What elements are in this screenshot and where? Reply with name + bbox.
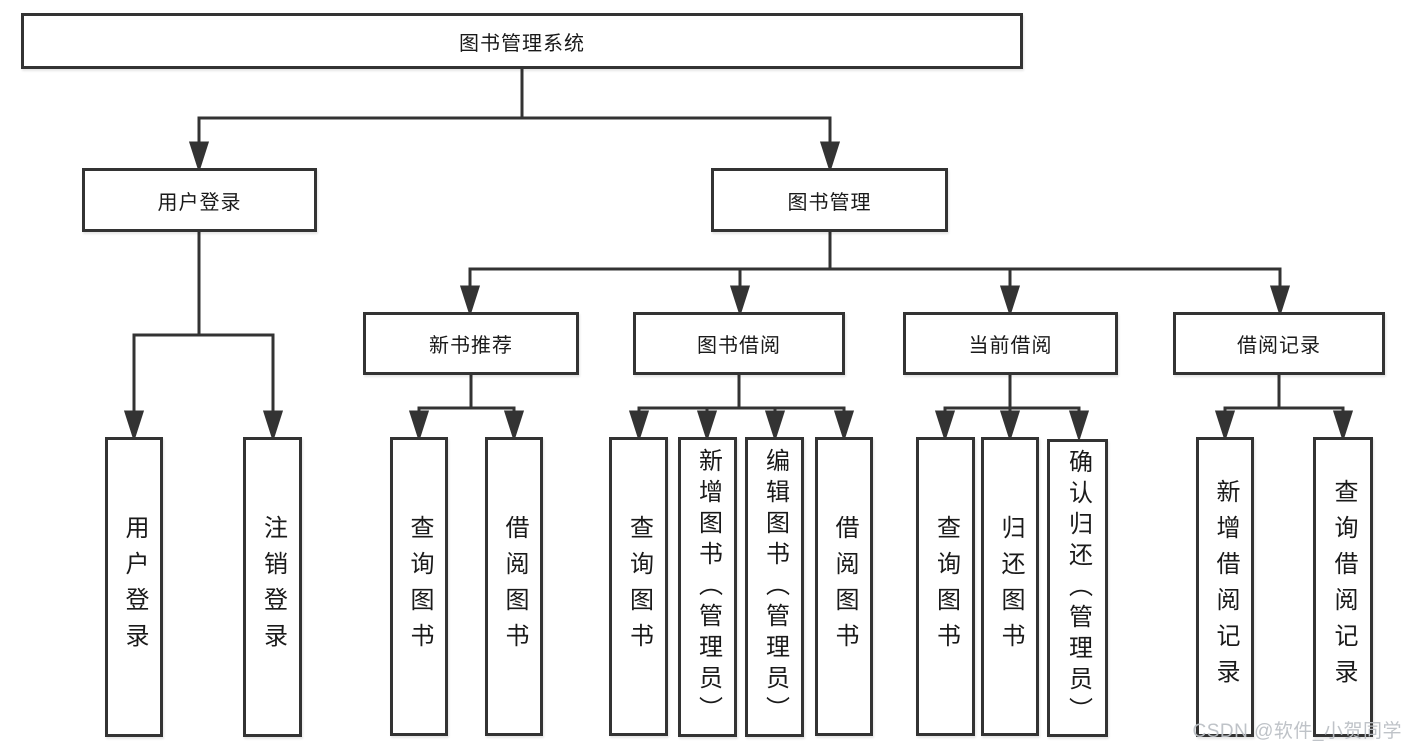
node-borrow-edit-books-admin: 编辑图书（管理员）: [745, 437, 804, 737]
node-label: 注销登录: [259, 515, 287, 659]
node-borrowing-records: 借阅记录: [1173, 312, 1385, 375]
node-label: 查询图书: [932, 514, 960, 659]
node-recommend-borrow-books: 借阅图书: [485, 437, 543, 736]
node-label: 用户登录: [157, 191, 242, 214]
node-label: 查询图书: [406, 514, 433, 659]
node-borrow-add-books-admin: 新增图书（管理员）: [678, 437, 737, 737]
node-user-login-branch: 用户登录: [82, 168, 317, 232]
node-label: 新书推荐: [429, 335, 513, 357]
node-label: 图书管理系统: [459, 32, 585, 55]
node-label: 编辑图书（管理员）: [761, 447, 789, 727]
node-records-add-record: 新增借阅记录: [1196, 437, 1254, 737]
node-current-borrowing: 当前借阅: [903, 312, 1118, 375]
node-label: 确认归还（管理员）: [1064, 448, 1092, 728]
node-records-query-record: 查询借阅记录: [1313, 437, 1373, 737]
node-label: 图书借阅: [697, 335, 781, 357]
node-recommend-query-books: 查询图书: [390, 437, 448, 736]
node-label: 借阅图书: [831, 514, 858, 659]
node-borrow-query-books: 查询图书: [609, 437, 668, 736]
node-label: 新增借阅记录: [1212, 479, 1239, 695]
node-borrow-borrow-books: 借阅图书: [815, 437, 873, 736]
node-label: 新增图书（管理员）: [694, 447, 722, 727]
node-logout-leaf: 注销登录: [243, 437, 302, 737]
node-label: 借阅记录: [1237, 335, 1321, 357]
node-label: 查询借阅记录: [1330, 479, 1357, 695]
node-user-login-leaf: 用户登录: [105, 437, 163, 737]
node-label: 图书管理: [787, 191, 872, 214]
node-label: 当前借阅: [968, 335, 1053, 357]
node-book-borrowing: 图书借阅: [633, 312, 845, 375]
node-label: 查询图书: [625, 514, 653, 659]
node-label: 借阅图书: [501, 514, 528, 659]
node-label: 用户登录: [121, 515, 148, 659]
node-book-management-system: 图书管理系统: [21, 13, 1023, 69]
node-new-book-recommendation: 新书推荐: [363, 312, 579, 375]
node-current-return-books: 归还图书: [981, 437, 1039, 736]
node-label: 归还图书: [997, 514, 1024, 659]
node-current-query-books: 查询图书: [916, 437, 975, 736]
node-current-confirm-return-admin: 确认归还（管理员）: [1047, 439, 1108, 737]
node-book-management-branch: 图书管理: [711, 168, 948, 232]
csdn-watermark: CSDN @软件_小贺同学: [1192, 721, 1402, 742]
